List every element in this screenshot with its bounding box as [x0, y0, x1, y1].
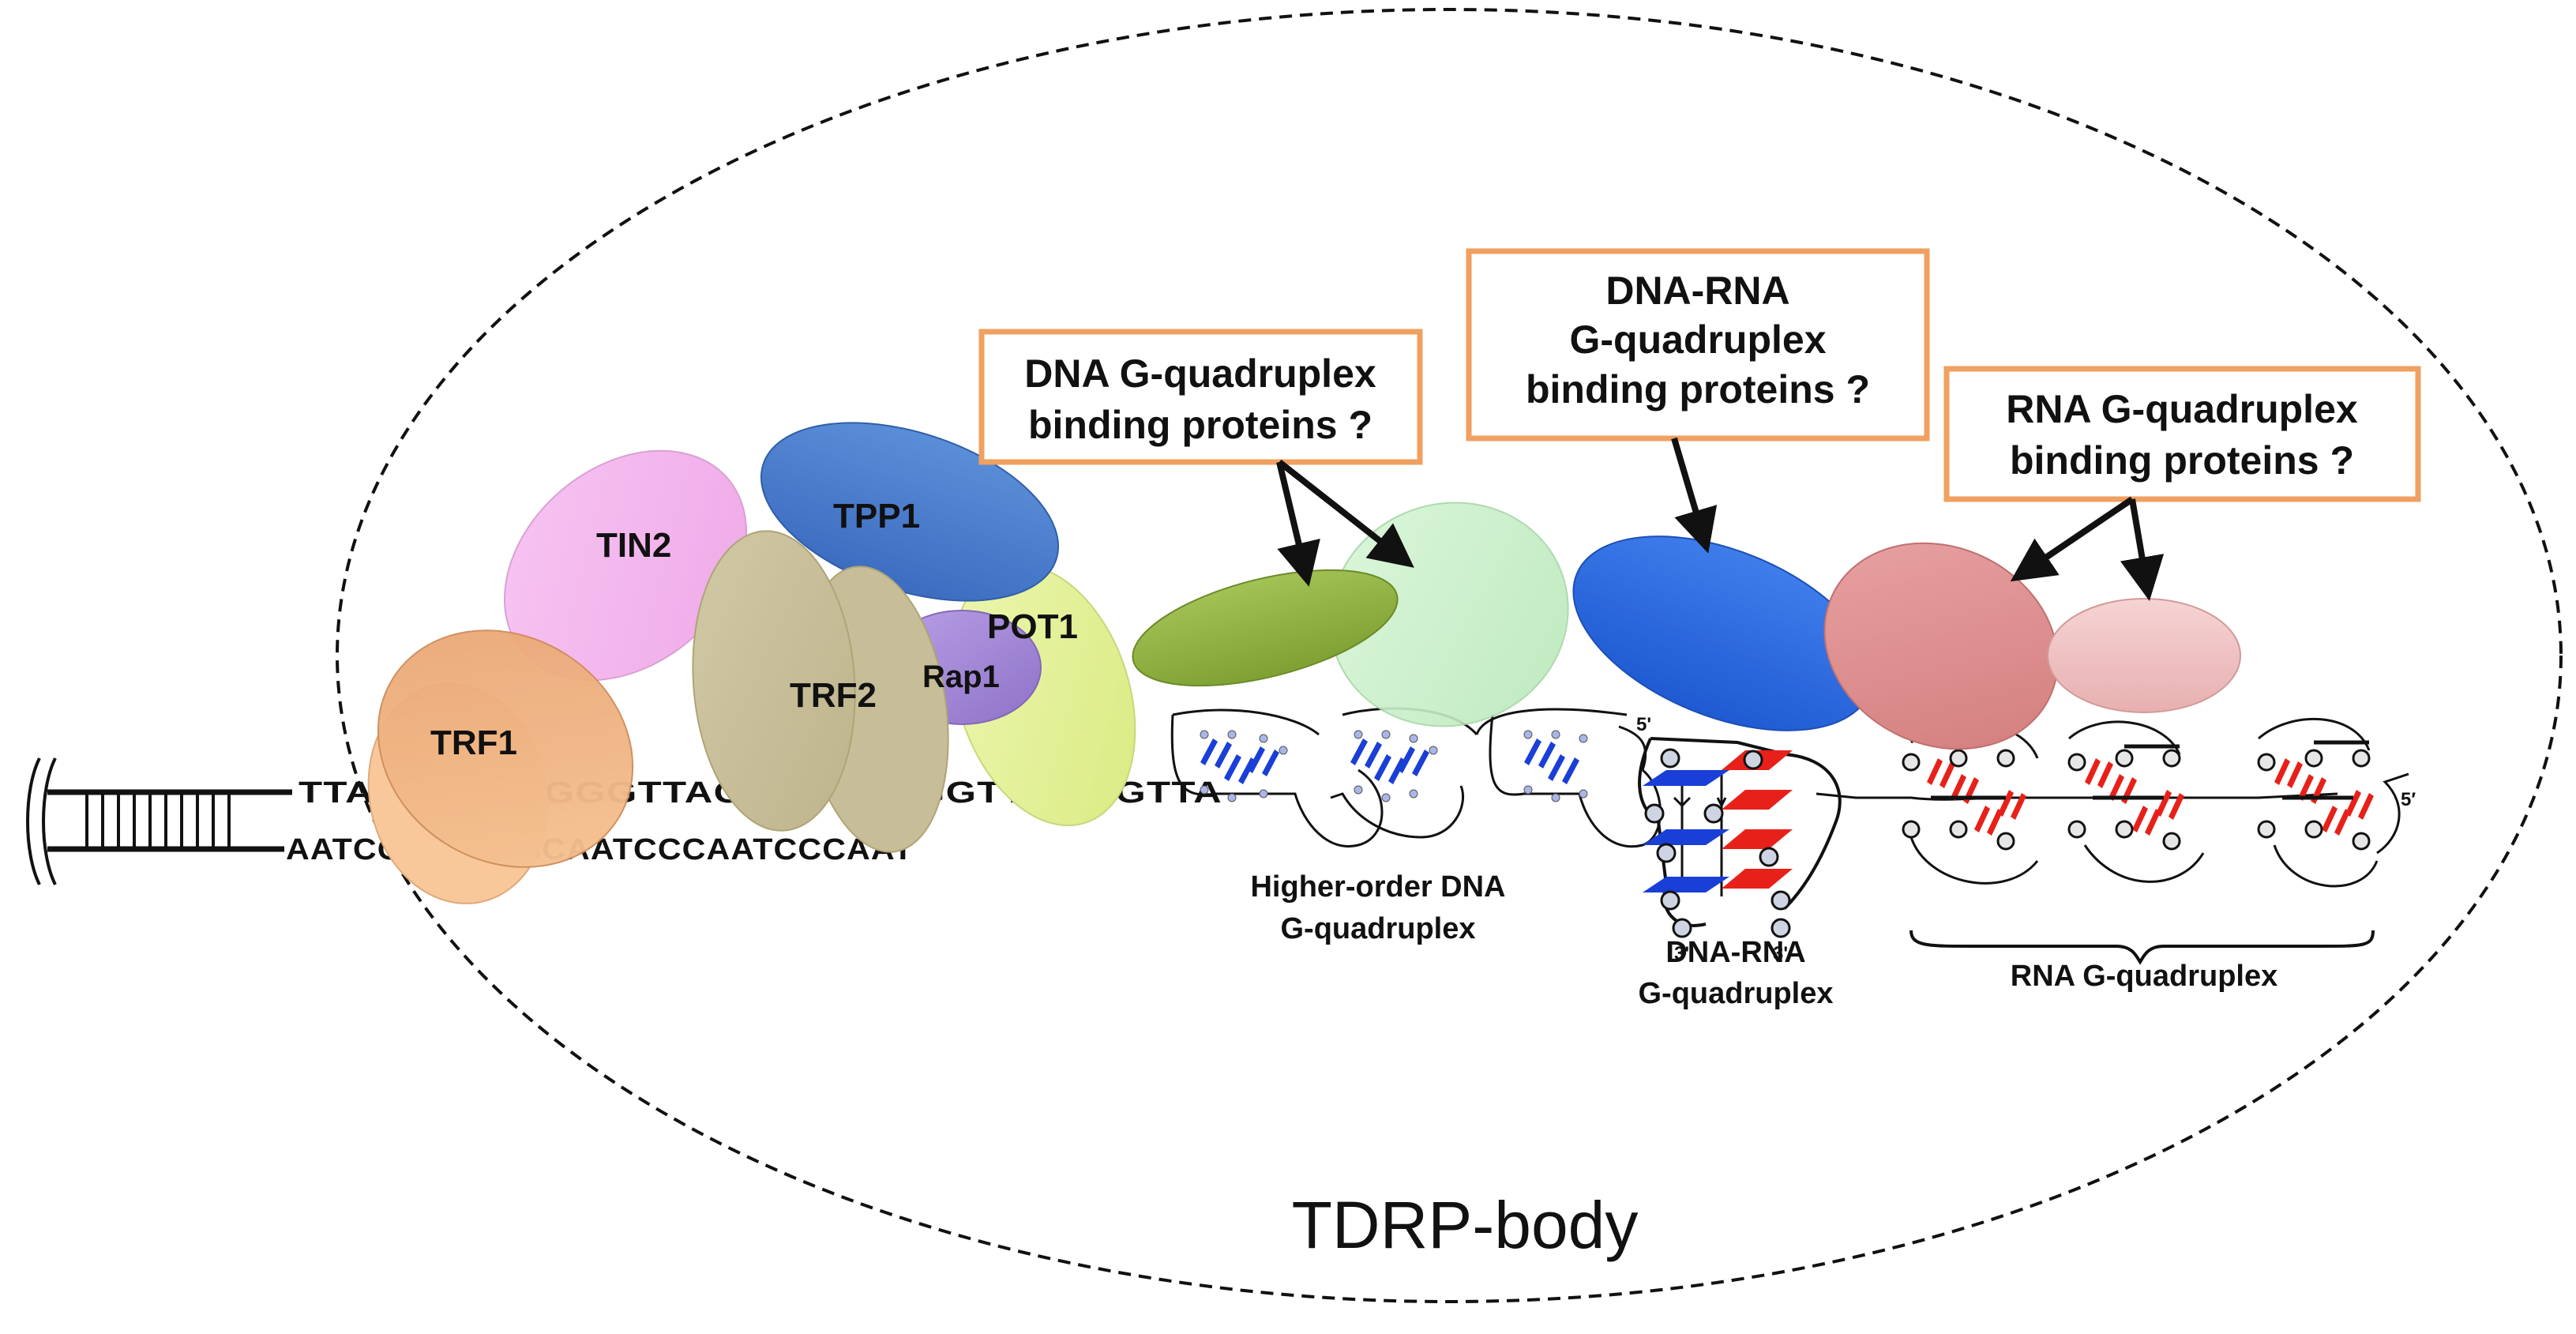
- dna-duplex: [26, 757, 292, 885]
- hybrid-gq-label-line1: DNA-RNA: [1665, 936, 1805, 969]
- tpp1-label: TPP1: [833, 497, 920, 535]
- dna-g-quadruplex-structure: [1170, 707, 1662, 848]
- three-prime-label-rna: 3': [1773, 943, 1788, 964]
- rna-gq-question-line1: RNA G-quadruplex: [2006, 387, 2358, 431]
- rna-gq-label: RNA G-quadruplex: [2011, 960, 2278, 993]
- rna-gq-bracket: [1909, 930, 2375, 965]
- trf2-protein: [692, 530, 856, 832]
- rna-gq-question-box: RNA G-quadruplex binding proteins ?: [1943, 366, 2421, 502]
- rna-gq-binding-protein-rose: [1823, 542, 2059, 750]
- break-symbol: [26, 757, 57, 885]
- dna-rna-gq-question-line3: binding proteins ?: [1526, 367, 1870, 411]
- dna-gq-label-line2: G-quadruplex: [1280, 912, 1475, 945]
- three-prime-label-dna: 3': [1674, 943, 1689, 964]
- arrows: [1276, 437, 2165, 602]
- hybrid-gq-label-line2: G-quadruplex: [1638, 977, 1833, 1010]
- tdrp-body-label: TDRP-body: [1292, 1188, 1639, 1262]
- five-prime-label-rna: 5′: [2401, 789, 2416, 810]
- dna-gq-question-line2: binding proteins ?: [1028, 403, 1372, 447]
- pot1-label: POT1: [987, 607, 1078, 646]
- dna-gq-question-box: DNA G-quadruplex binding proteins ?: [978, 329, 1423, 465]
- dna-gq-label-line1: Higher-order DNA: [1250, 870, 1505, 904]
- tin2-label: TIN2: [596, 526, 671, 565]
- dna-gq-question-line1: DNA G-quadruplex: [1024, 351, 1376, 396]
- trf1-protein: [377, 629, 634, 868]
- dna-gq-binding-protein-green: [1132, 569, 1399, 687]
- tdrp-body-boundary: [336, 8, 2563, 1303]
- dna-rna-g-quadruplex-structure: 5' 3' 3': [1636, 714, 1842, 964]
- dna-rna-gq-question-line2: G-quadruplex: [1569, 318, 1826, 362]
- dna-rna-gq-question-line1: DNA-RNA: [1605, 269, 1789, 313]
- five-prime-label-hybrid: 5': [1636, 714, 1651, 735]
- dna-rna-gq-question-box: DNA-RNA G-quadruplex binding proteins ?: [1466, 248, 1930, 442]
- rna-g-quadruplex-structure: 5′: [1816, 717, 2416, 888]
- trf1-label: TRF1: [430, 723, 517, 762]
- rna-gq-question-line2: binding proteins ?: [2010, 438, 2354, 483]
- rap1-label: Rap1: [922, 659, 1000, 694]
- trf2-label: TRF2: [790, 676, 877, 715]
- rna-gq-binding-protein-pink: [2047, 598, 2241, 713]
